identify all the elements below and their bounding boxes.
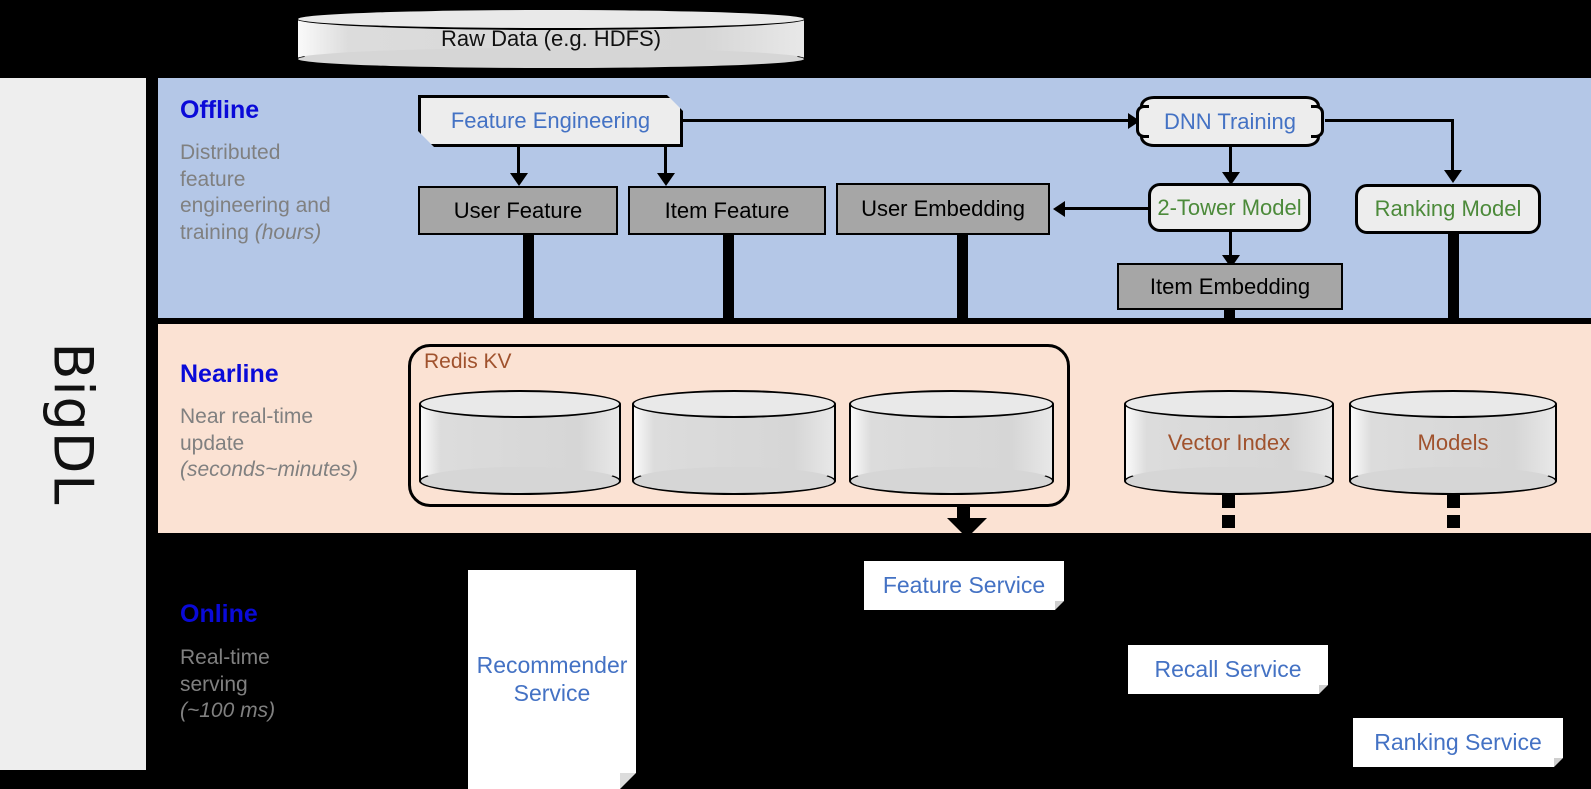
datastore-models-label: Models <box>1417 429 1489 455</box>
nearline-sub-l1: Near real-time <box>180 405 314 428</box>
node-user-feature[interactable]: User Feature <box>418 186 618 235</box>
dash-vectorindex-out-2 <box>1222 515 1235 528</box>
nearline-subtitle: Near real-time update (seconds~minutes) <box>180 404 415 484</box>
offline-sub-l2: feature <box>180 167 246 191</box>
arrowhead-2tower-to-userembedding <box>1053 201 1065 217</box>
offline-sub-l1: Distributed <box>180 141 281 164</box>
cylinder-top <box>1124 390 1334 418</box>
node-ranking-model[interactable]: Ranking Model <box>1355 184 1541 234</box>
pipe-userembedding-to-store3 <box>957 235 968 373</box>
service-recall-label: Recall Service <box>1154 655 1302 682</box>
datastore-vector-index[interactable]: Vector Index <box>1124 390 1334 495</box>
connector-2tower-to-itemembedding <box>1229 232 1232 262</box>
offline-sub-italic: (hours) <box>254 220 322 244</box>
connector-fe-to-userfeature <box>517 147 520 179</box>
connector-fe-to-itemfeature <box>664 147 667 179</box>
cylinder-bottom <box>632 467 836 495</box>
node-user-embedding[interactable]: User Embedding <box>836 183 1050 235</box>
online-sub-l2: serving <box>180 672 248 696</box>
offline-subtitle: Distributed feature engineering and trai… <box>180 140 410 247</box>
node-item-embedding-label: Item Embedding <box>1149 273 1311 299</box>
cylinder-top <box>849 390 1054 418</box>
arrowhead-redis-to-featureservice <box>947 518 987 538</box>
node-2-tower-model-label: 2-Tower Model <box>1157 194 1302 220</box>
online-sub-l1: Real-time <box>180 646 270 669</box>
datastore-item-feature[interactable] <box>632 390 836 495</box>
service-feature[interactable]: Feature Service <box>864 561 1064 610</box>
bigdl-label: BigDL <box>41 342 105 506</box>
connector-dnn-to-ranking-v <box>1451 119 1454 171</box>
node-item-feature[interactable]: Item Feature <box>628 186 826 235</box>
nearline-title: Nearline <box>180 360 279 388</box>
cylinder-top <box>296 8 806 30</box>
service-recall[interactable]: Recall Service <box>1128 645 1328 694</box>
raw-data-label: Raw Data (e.g. HDFS) <box>440 26 662 51</box>
datastore-vector-index-label: Vector Index <box>1167 429 1291 455</box>
offline-sub-l4: training <box>180 220 249 244</box>
nearline-sub-l2: update <box>180 431 245 455</box>
cylinder-bottom <box>1124 467 1334 495</box>
raw-data-datastore: Raw Data (e.g. HDFS) <box>296 8 806 70</box>
service-feature-label: Feature Service <box>882 571 1046 598</box>
cylinder-top <box>632 390 836 418</box>
cylinder-top <box>419 390 621 418</box>
nearline-sub-italic: (seconds~minutes) <box>180 458 358 482</box>
connector-fe-to-dnn <box>683 119 1134 122</box>
connector-dnn-to-2tower <box>1229 147 1232 179</box>
connector-dnn-to-ranking-h <box>1325 119 1454 122</box>
redis-kv-container <box>408 344 1070 507</box>
dash-models-out-2 <box>1447 515 1460 528</box>
node-dnn-training[interactable]: DNN Training <box>1136 96 1324 147</box>
offline-sub-l3: engineering and <box>180 194 331 218</box>
service-ranking[interactable]: Ranking Service <box>1353 718 1563 767</box>
page-fold-icon <box>1055 601 1064 610</box>
node-user-embedding-label: User Embedding <box>861 196 1025 222</box>
arrowhead-dnn-to-2tower <box>1222 172 1240 185</box>
arrowhead-fe-to-itemfeature <box>657 173 675 186</box>
cylinder-bottom <box>1349 467 1557 495</box>
service-recommender-label-l1: Recommender <box>476 651 628 678</box>
cylinder-bottom <box>849 467 1054 495</box>
service-recommender[interactable]: Recommender Service <box>468 570 636 789</box>
page-fold-icon <box>620 773 636 789</box>
cylinder-top <box>1349 390 1557 418</box>
dash-vectorindex-out-1 <box>1222 495 1235 508</box>
online-title: Online <box>180 600 258 628</box>
online-sub-italic: (~100 ms) <box>180 699 276 723</box>
node-feature-engineering-label: Feature Engineering <box>450 108 651 134</box>
node-2-tower-model[interactable]: 2-Tower Model <box>1148 183 1311 232</box>
node-dnn-training-label: DNN Training <box>1163 108 1297 134</box>
node-feature-engineering[interactable]: Feature Engineering <box>418 95 683 147</box>
redis-kv-label: Redis KV <box>424 350 512 373</box>
pipe-itemfeature-to-store2 <box>723 235 734 373</box>
cylinder-bottom <box>296 48 806 70</box>
datastore-user-feature[interactable] <box>419 390 621 495</box>
dash-models-out-1 <box>1447 495 1460 508</box>
datastore-user-embedding[interactable] <box>849 390 1054 495</box>
datastore-models[interactable]: Models <box>1349 390 1557 495</box>
node-item-embedding[interactable]: Item Embedding <box>1117 263 1343 310</box>
offline-title: Offline <box>180 96 260 124</box>
pipe-rankingmodel-to-models <box>1448 234 1459 382</box>
service-ranking-label: Ranking Service <box>1374 728 1542 755</box>
bigdl-rail: BigDL <box>0 78 146 770</box>
page-fold-icon <box>1554 758 1563 767</box>
connector-2tower-to-userembedding <box>1065 207 1149 210</box>
service-recommender-label-l2: Service <box>513 679 591 706</box>
page-fold-icon <box>1319 685 1328 694</box>
online-subtitle: Real-time serving (~100 ms) <box>180 645 410 725</box>
arrowhead-fe-to-userfeature <box>510 173 528 186</box>
cylinder-bottom <box>419 467 621 495</box>
node-item-feature-label: Item Feature <box>664 197 790 223</box>
node-user-feature-label: User Feature <box>453 197 583 223</box>
arrowhead-dnn-to-ranking <box>1444 170 1462 183</box>
dash-redis-to-featureservice <box>957 505 970 518</box>
node-ranking-model-label: Ranking Model <box>1374 196 1522 222</box>
pipe-userfeature-to-store1 <box>523 235 534 390</box>
